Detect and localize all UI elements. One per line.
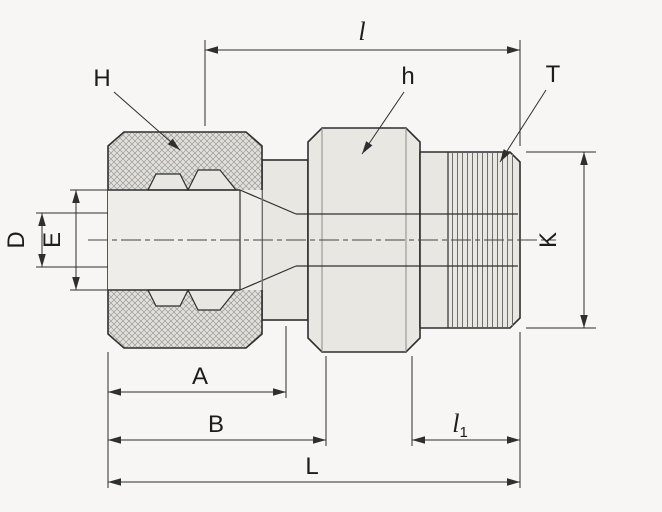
leader-line-h xyxy=(361,91,405,155)
label-l1-main: l xyxy=(452,409,459,438)
label-overall-length: L xyxy=(305,453,318,480)
bore-cone-bottom xyxy=(239,265,297,291)
label-nut-hex: H xyxy=(93,65,110,92)
bore-cone-top xyxy=(239,189,297,215)
label-bore-diameter: D xyxy=(3,231,30,248)
label-thread: T xyxy=(546,61,561,88)
label-dim-l1: l1 xyxy=(452,409,468,441)
label-body-hex: h xyxy=(401,63,414,90)
label-thread-diameter: K xyxy=(535,232,562,248)
label-l1-subscript: 1 xyxy=(459,424,467,441)
label-l-dimension: l xyxy=(358,17,365,46)
label-dim-A: A xyxy=(192,363,208,390)
label-dim-B: B xyxy=(208,411,224,438)
leader-line-T xyxy=(499,89,547,163)
label-socket-diameter: E xyxy=(39,232,66,248)
leader-line-H xyxy=(113,91,181,151)
